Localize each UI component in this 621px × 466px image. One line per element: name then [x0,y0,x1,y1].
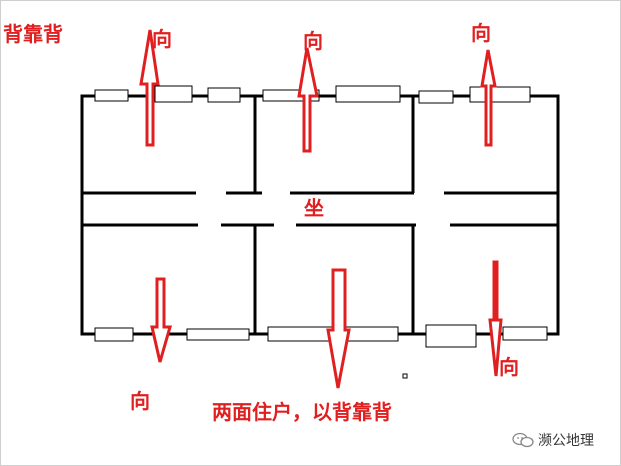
window [502,326,548,341]
window [94,89,129,102]
direction-label-top-left: 向 [152,27,172,51]
watermark-text: 濒公地理 [538,433,594,449]
arrow-down-middle [326,268,351,389]
direction-label-bottom-left: 向 [130,389,150,413]
window [154,85,193,103]
arrow-down-right [488,260,503,377]
marker-dot [402,373,408,379]
arrow-up-middle [297,47,319,153]
arrows [139,29,503,389]
watermark: 濒公地理 [512,430,594,450]
window [186,328,250,341]
arrow-up-left [139,29,160,147]
window [425,324,477,348]
wechat-icon [512,432,534,448]
direction-label-top-middle: 向 [303,29,323,53]
window [469,86,531,103]
window [207,87,241,103]
window [418,90,454,104]
arrow-down-left [150,277,172,363]
caption: 两面住户，以背靠背 [212,400,392,424]
window [262,89,320,102]
center-label: 坐 [304,196,324,220]
direction-label-top-right: 向 [471,21,491,45]
window [94,327,134,342]
direction-label-bottom-right: 向 [499,355,519,379]
diagram-title: 背靠背 [3,22,63,46]
arrow-up-right [480,49,497,147]
window [335,85,401,103]
